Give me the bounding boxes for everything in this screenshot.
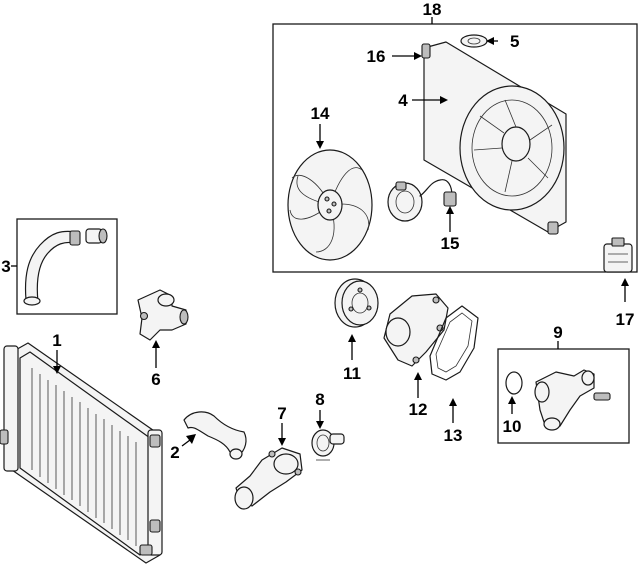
water-pump (383, 293, 449, 367)
wiring-clip (460, 34, 488, 48)
water-outlet-fitting (137, 289, 189, 341)
thermostat-housing (234, 447, 303, 510)
o-ring (505, 371, 523, 395)
callout-4: 4 (398, 91, 408, 110)
water-inlet-fitting (534, 369, 611, 431)
callout-7: 7 (277, 404, 286, 423)
water-pump-pulley (334, 278, 379, 328)
callout-14: 14 (311, 104, 330, 123)
cooling-fan-blade (287, 149, 373, 261)
callout-5: 5 (510, 32, 519, 51)
thermostat-housing-box (497, 348, 630, 444)
upper-radiator-hose (23, 228, 108, 306)
callout-10: 10 (503, 417, 522, 436)
fan-shroud (421, 41, 567, 235)
callout-18: 18 (423, 0, 442, 19)
fan-assembly-box (272, 23, 638, 273)
callout-1: 1 (52, 331, 61, 350)
callout-2: 2 (170, 443, 179, 462)
callout-leaders (11, 17, 629, 447)
fan-motor (387, 179, 457, 222)
radiator (0, 342, 163, 564)
water-pump-gasket (429, 305, 479, 381)
callout-9: 9 (553, 323, 562, 342)
callout-12: 12 (409, 400, 428, 419)
callout-11: 11 (343, 364, 361, 383)
callout-8: 8 (315, 390, 324, 409)
callout-13: 13 (444, 426, 463, 445)
fan-resistor (603, 237, 633, 273)
callout-15: 15 (441, 234, 460, 253)
lower-radiator-hose (183, 411, 247, 460)
callout-16: 16 (367, 47, 386, 66)
callout-17: 17 (616, 310, 635, 329)
callout-6: 6 (151, 370, 160, 389)
callout-3: 3 (1, 257, 10, 276)
thermostat (311, 429, 345, 461)
